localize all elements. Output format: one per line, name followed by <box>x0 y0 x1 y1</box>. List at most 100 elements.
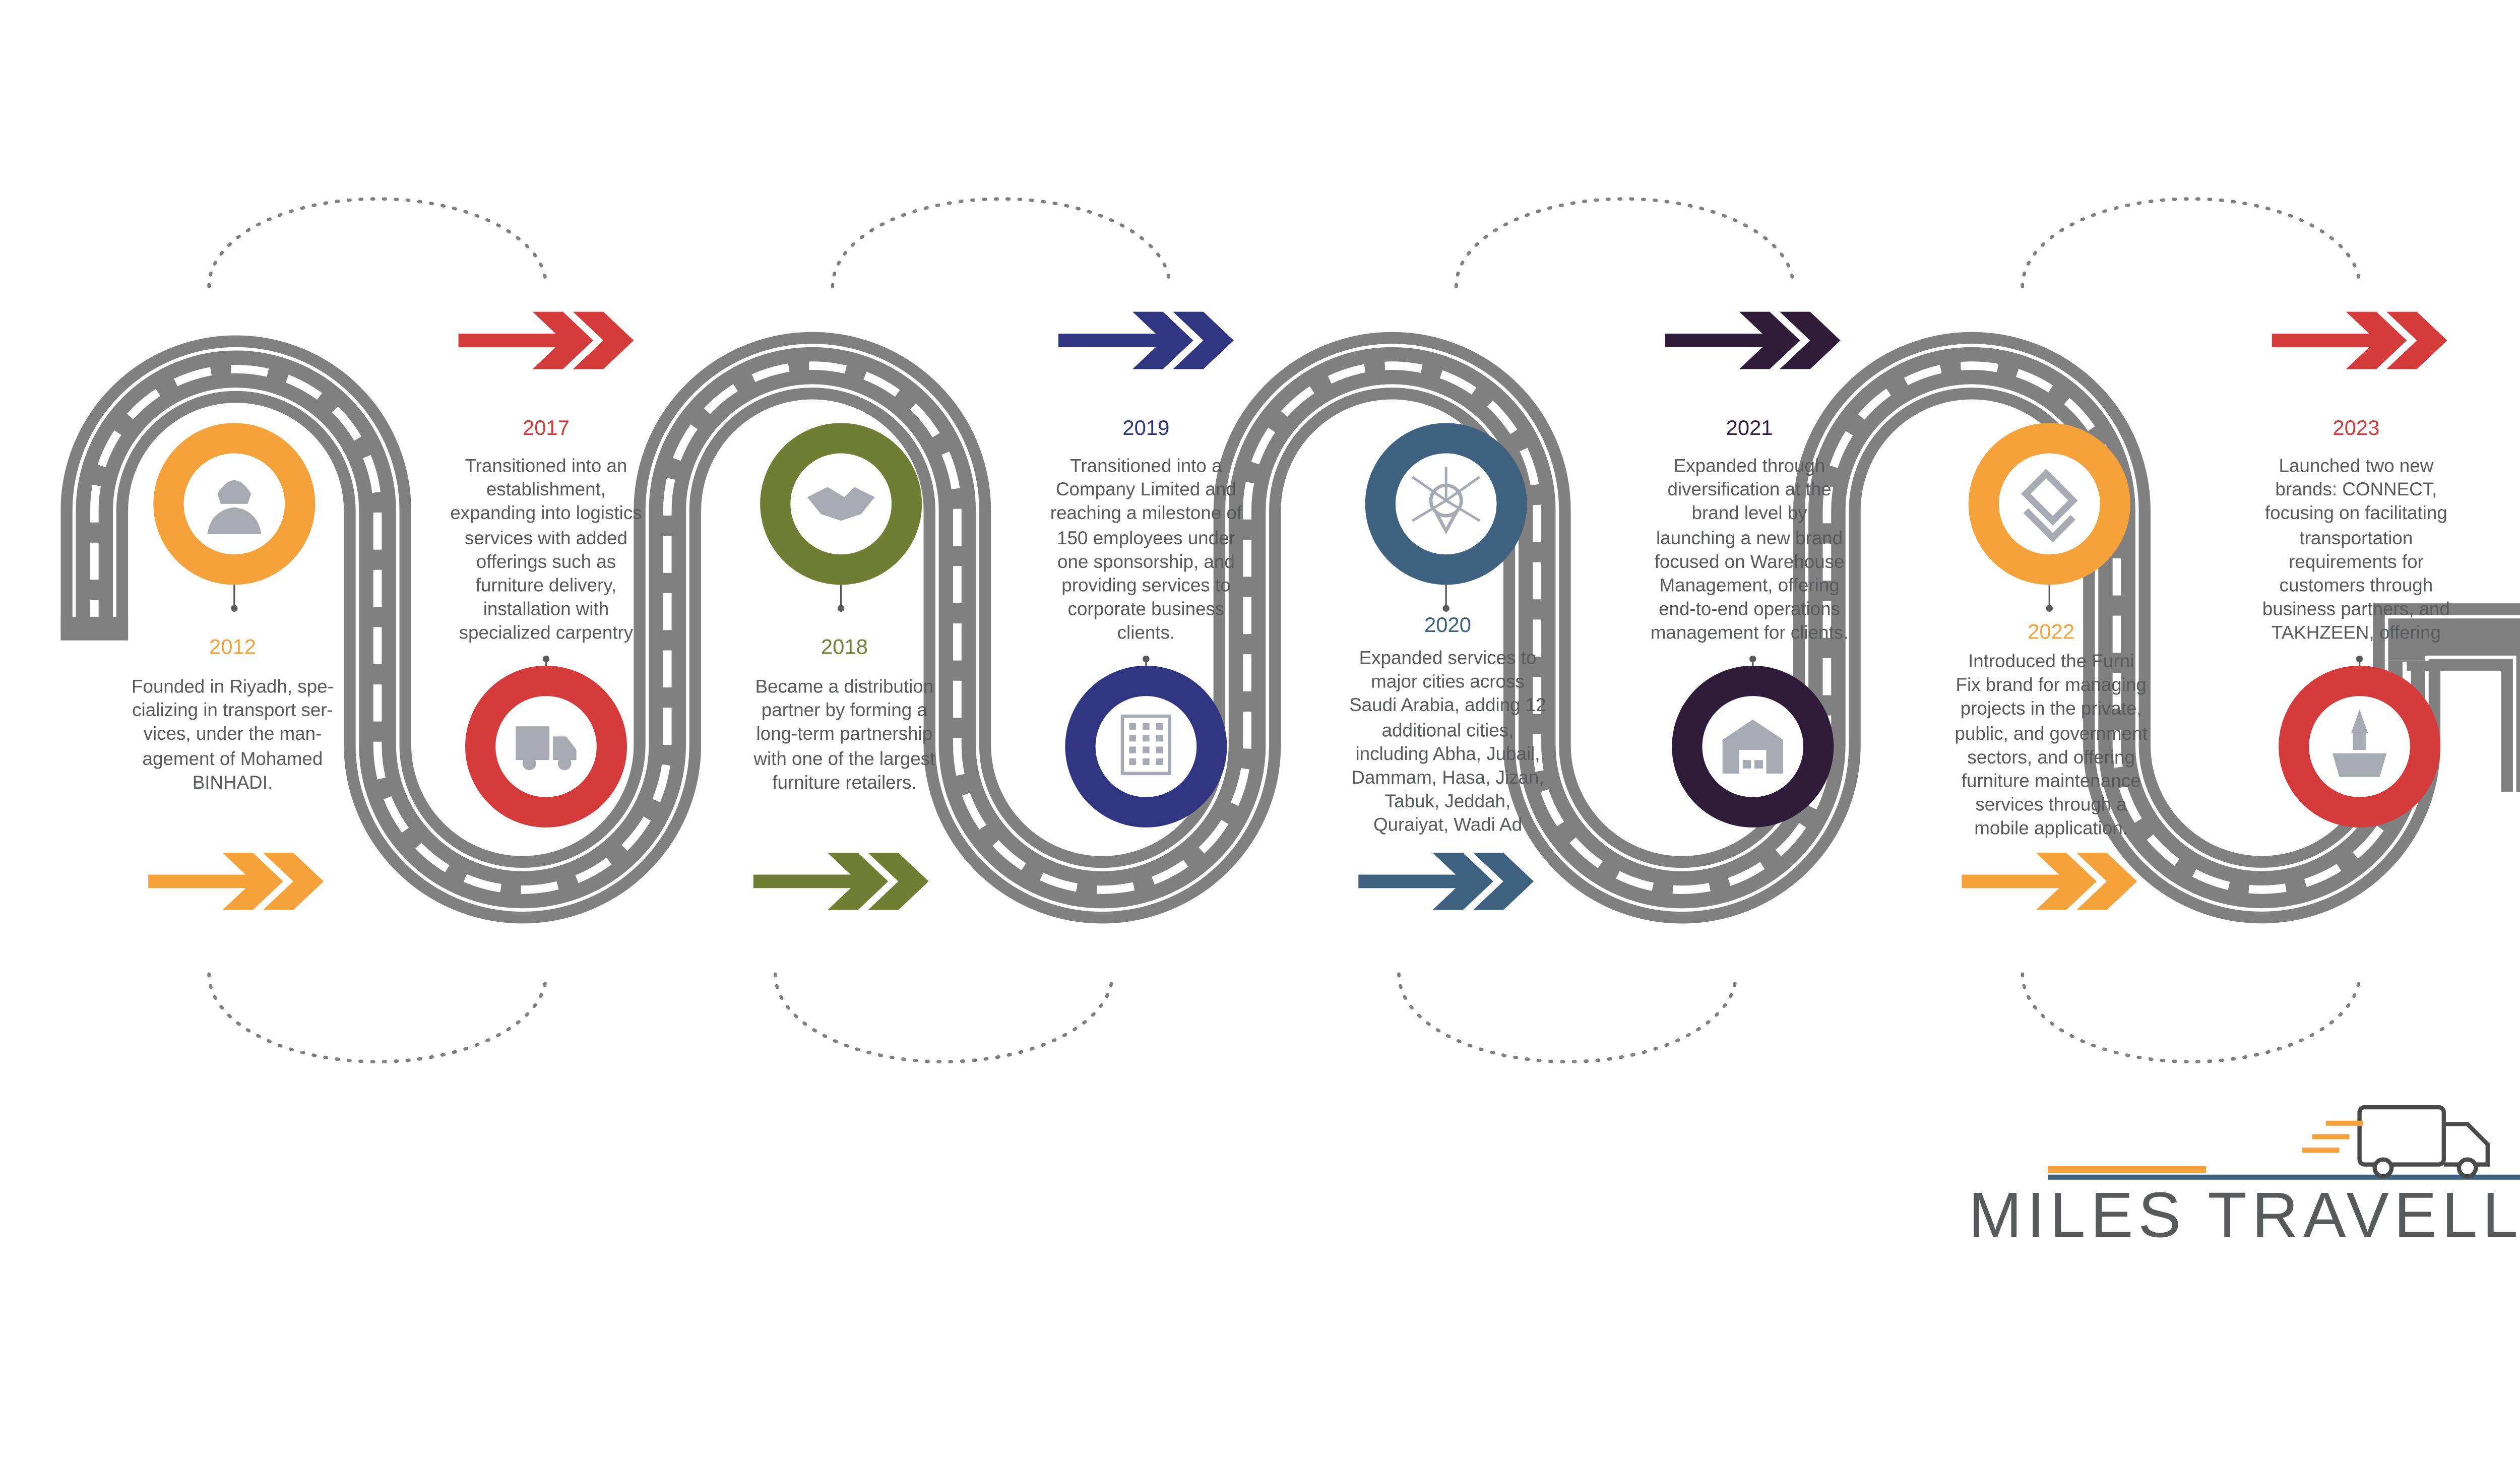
milestone-description-2022: Introduced the Furni Fix brand for manag… <box>1925 651 2178 842</box>
milestone-marker <box>1065 655 1227 828</box>
year-label-2020: 2020 <box>1424 613 1471 638</box>
dotted-arc-top <box>1454 197 1795 288</box>
building-window <box>1129 746 1136 753</box>
description-line: establishment, <box>486 480 606 501</box>
description-line: management for clients. <box>1650 624 1849 645</box>
icon-background <box>1395 453 1497 555</box>
building-window <box>1143 758 1150 766</box>
description-line: additional cities, <box>1381 720 1514 741</box>
van-body <box>516 726 550 760</box>
description-line: Introduced the Furni <box>1968 652 2134 673</box>
description-line: end-to-end operations <box>1659 600 1841 621</box>
description-line: Saudi Arabia, adding 12 <box>1349 696 1546 717</box>
double-arrow <box>1358 853 1534 910</box>
year-label-2012: 2012 <box>209 635 256 659</box>
double-arrow <box>2272 311 2447 369</box>
person-icon <box>207 480 262 535</box>
brand-underline-main <box>2047 1174 2520 1180</box>
delivery-van-tools-icon <box>516 726 577 771</box>
description-line: specialized carpentry <box>459 624 634 645</box>
double-arrow <box>1962 853 2137 910</box>
milestone-description-2017: Transitioned into an establishment, expa… <box>411 455 681 647</box>
description-line: mobile application. <box>1974 819 2128 840</box>
speed-line <box>2325 1120 2363 1126</box>
building-window <box>1143 723 1150 730</box>
description-line: cializing in transport ser- <box>132 701 333 722</box>
description-line: long-term partnership <box>756 725 933 746</box>
description-line: Dammam, Hasa, Jizan, <box>1351 768 1544 789</box>
milestone-description-2023: Launched two new brands: CONNECT, focusi… <box>2230 455 2483 647</box>
description-line: customers through <box>2279 576 2433 597</box>
building-icon <box>1120 714 1172 776</box>
network-line <box>1445 499 1481 522</box>
description-line: projects in the private, <box>1960 700 2142 721</box>
description-line: BINHADI. <box>192 773 273 794</box>
warehouse-roof <box>1722 719 1783 774</box>
van-wheel <box>557 756 572 771</box>
building-window <box>1156 746 1163 753</box>
description-line: furniture maintenance <box>1961 772 2141 792</box>
box <box>2333 753 2387 777</box>
hands <box>807 487 875 521</box>
arrow-shaft <box>1358 874 1463 888</box>
description-line: transportation <box>2299 528 2413 549</box>
van-wheel <box>522 756 536 771</box>
connector-dot <box>2356 655 2363 663</box>
chevron-right-icon <box>2386 311 2447 369</box>
icon-background <box>1998 453 2100 555</box>
logo-stroke <box>2023 508 2075 543</box>
description-line: brand level by <box>1691 504 1807 525</box>
description-line: furniture retailers. <box>772 773 917 794</box>
chevron-right-icon <box>868 853 929 910</box>
chevron-right-icon <box>1173 311 1234 369</box>
description-line: Founded in Riyadh, spe- <box>132 677 334 698</box>
description-line: diversification at the <box>1667 480 1832 501</box>
truck-wheel <box>2456 1157 2478 1179</box>
warehouse-box <box>1742 760 1751 769</box>
description-line: Expanded through <box>1673 457 1825 477</box>
network-line <box>1411 499 1447 522</box>
description-line: clients. <box>1117 624 1175 645</box>
building-window <box>1143 734 1150 742</box>
truck-wheel <box>2372 1157 2394 1179</box>
chevron-right-icon <box>2346 311 2407 369</box>
description-line: Tabuk, Jeddah, <box>1384 792 1511 813</box>
description-line: expanding into logistics <box>450 504 642 525</box>
delivery-truck-icon <box>2302 1105 2490 1179</box>
road-right-surface <box>2388 618 2520 792</box>
arrow-shaft <box>458 334 563 347</box>
dotted-arc-bottom <box>207 972 548 1064</box>
building-window <box>1129 758 1136 766</box>
description-line: reaching a milestone of <box>1050 504 1242 525</box>
dotted-arc-bottom <box>1397 972 1738 1064</box>
milestone-marker <box>1365 423 1527 612</box>
arrow-shaft <box>1058 334 1163 347</box>
milestone-description-2020: Expanded services to major cities across… <box>1321 647 1574 839</box>
building-window <box>1156 758 1163 766</box>
description-line: focused on Warehouse <box>1654 552 1845 573</box>
building-outline <box>1120 714 1172 776</box>
connector-dot <box>1442 605 1450 612</box>
milestone-description-2018: Became a distribution partner by forming… <box>718 676 971 795</box>
description-line: brands: CONNECT, <box>2275 480 2437 501</box>
description-line: one sponsorship, and <box>1057 552 1235 573</box>
description-line: public, and government <box>1955 724 2148 744</box>
brand-underline-accent <box>2047 1166 2207 1173</box>
milestone-marker <box>465 655 627 828</box>
arrow-shaft <box>1962 874 2066 888</box>
connector-dot <box>837 605 845 612</box>
connector-dot <box>2046 605 2053 612</box>
building-window <box>1129 723 1136 730</box>
chevron-right-icon <box>2036 853 2097 910</box>
brand-title: MILES TRAVELLED <box>1968 1181 2520 1252</box>
arrow-shaft <box>753 874 858 888</box>
milestone-description-2012: Founded in Riyadh, spe- cializing in tra… <box>106 676 359 795</box>
double-arrow <box>753 853 929 910</box>
description-line: Transitioned into a <box>1070 457 1222 477</box>
milestone-marker <box>1968 423 2130 612</box>
double-arrow <box>148 853 324 910</box>
dotted-arc-bottom <box>773 972 1114 1064</box>
description-line: with one of the largest <box>753 749 935 770</box>
dotted-arc-bottom <box>2021 972 2361 1064</box>
